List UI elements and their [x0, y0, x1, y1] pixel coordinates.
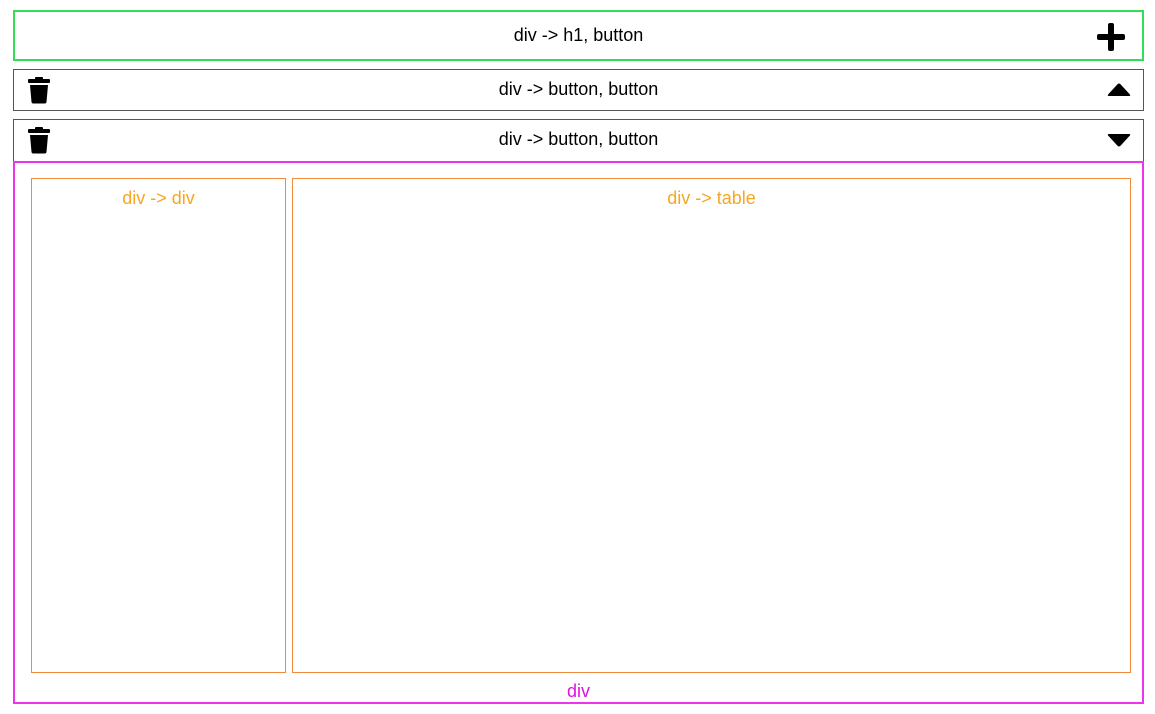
header-label: div -> h1, button	[513, 25, 644, 45]
row-label: div -> button, button	[498, 129, 659, 149]
trash-icon	[28, 77, 50, 104]
header-container: div -> h1, button	[13, 10, 1144, 61]
move-up-button[interactable]	[1105, 78, 1133, 102]
add-button[interactable]	[1094, 22, 1128, 52]
left-panel-label: div -> div	[122, 188, 195, 208]
plus-icon	[1097, 23, 1125, 51]
delete-button[interactable]	[26, 75, 52, 105]
table-panel: div -> table	[292, 178, 1131, 673]
row-item: div -> button, button	[13, 119, 1144, 162]
row-label: div -> button, button	[498, 79, 659, 99]
trash-icon	[28, 127, 50, 154]
content-container: div -> div div -> table div	[13, 161, 1144, 704]
move-down-button[interactable]	[1105, 128, 1133, 152]
caret-up-icon	[1107, 83, 1131, 96]
row-item: div -> button, button	[13, 69, 1144, 111]
delete-button[interactable]	[26, 125, 52, 155]
left-panel: div -> div	[31, 178, 286, 673]
content-label: div	[566, 681, 590, 701]
table-panel-label: div -> table	[667, 188, 756, 208]
caret-down-icon	[1107, 134, 1131, 147]
